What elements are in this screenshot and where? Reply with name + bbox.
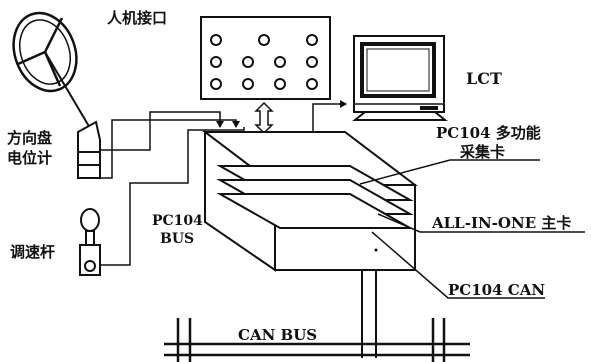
can-card-label: PC104 CAN [448, 281, 545, 299]
speed-lever-label: 调速杆 [10, 243, 55, 261]
steering-pot-label-1: 方向盘 [7, 129, 52, 147]
steering-pot-label-2: 电位计 [7, 149, 52, 167]
hmi-label: 人机接口 [107, 9, 167, 27]
stacked-cards [216, 165, 414, 229]
acq-card-label-2: 采集卡 [459, 143, 505, 161]
can-bus [164, 318, 470, 362]
hmi-link-arrow [254, 101, 274, 135]
steering-potentiometer [77, 120, 101, 179]
pc104-bus-label-2: BUS [160, 231, 194, 247]
wires [100, 100, 347, 266]
steering-wheel [12, 11, 91, 129]
lct-monitor [352, 35, 448, 121]
can-bus-label: CAN BUS [238, 326, 317, 344]
box-dot [374, 248, 378, 252]
lct-label: LCT [466, 69, 502, 88]
acq-card-label-1: PC104 多功能 [436, 124, 541, 142]
main-board-label: ALL-IN-ONE 主卡 [431, 214, 571, 232]
callout-lines [359, 159, 585, 299]
pc104-bus-label-1: PC104 [152, 213, 203, 229]
hmi-panel [200, 16, 331, 100]
speed-lever [79, 208, 101, 276]
